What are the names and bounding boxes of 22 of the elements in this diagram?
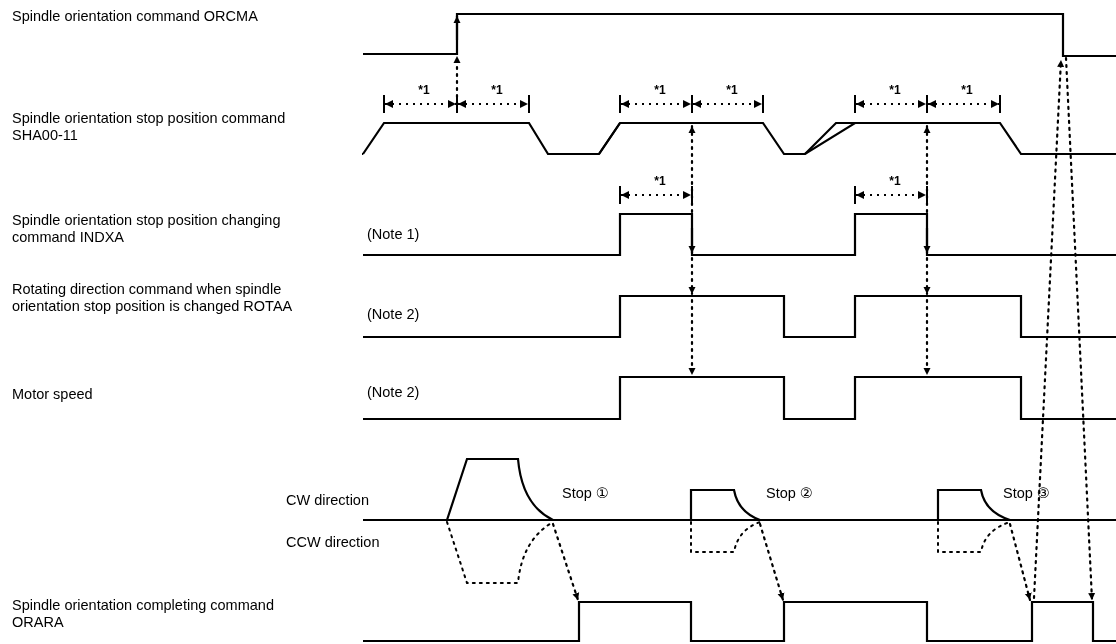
timing-note: *1 bbox=[490, 82, 504, 99]
timing-note: *1 bbox=[653, 173, 667, 190]
timing-note: *1 bbox=[888, 82, 902, 99]
stop-label: Stop ① bbox=[562, 485, 610, 502]
timing-note: *1 bbox=[653, 82, 667, 99]
stop-label: Stop ③ bbox=[1003, 485, 1051, 502]
timing-note: *1 bbox=[725, 82, 739, 99]
signal-name: Spindle orientation completing command ORARA bbox=[12, 597, 275, 631]
signal-name: Spindle orientation stop position command SHA00-11 bbox=[12, 110, 287, 144]
direction-label: CCW direction bbox=[286, 534, 381, 551]
timing-note: *1 bbox=[888, 173, 902, 190]
signal-name: Motor speed bbox=[12, 386, 94, 403]
signal-name: Spindle orientation stop position changing command INDXA bbox=[12, 212, 282, 246]
direction-label: CW direction bbox=[286, 492, 370, 509]
note-label: (Note 2) bbox=[367, 384, 421, 401]
timing-note: *1 bbox=[417, 82, 431, 99]
signal-name: Rotating direction command when spindle orientation stop position is changed ROTAA bbox=[12, 281, 294, 315]
timing-note: *1 bbox=[960, 82, 974, 99]
note-label: (Note 2) bbox=[367, 306, 421, 323]
note-label: (Note 1) bbox=[367, 226, 421, 243]
stop-label: Stop ② bbox=[766, 485, 814, 502]
signal-name: Spindle orientation command ORCMA bbox=[12, 8, 259, 25]
